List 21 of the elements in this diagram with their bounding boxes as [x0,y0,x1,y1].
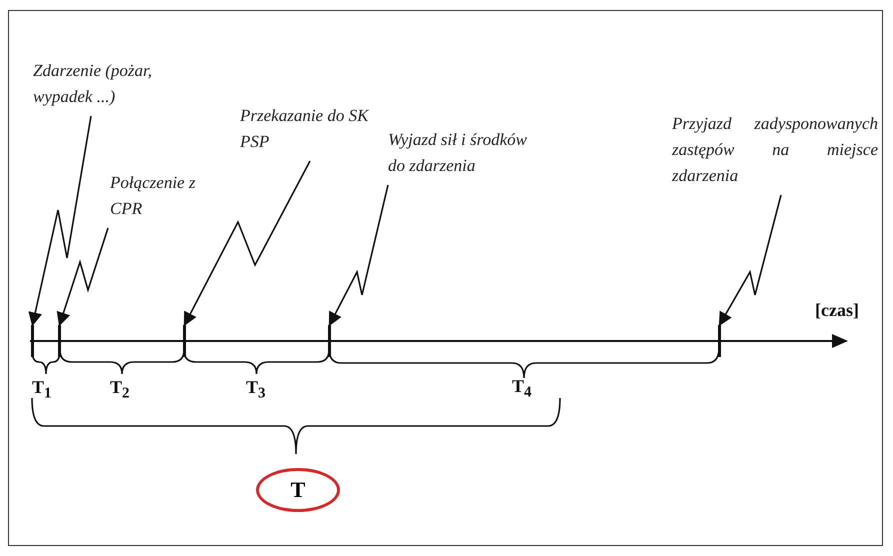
event-label: Przyjazd zadysponowanych zastępów na miejsce zdarzenia [672,111,878,189]
tick-mark [328,325,331,357]
interval-label: T$_{4}$ [512,376,532,402]
leader-arrow [718,194,782,326]
event-label: Przekazanie do SK PSP [240,103,370,155]
interval-label: T$_{2}$ [110,377,130,403]
event-label: Zdarzenie (pożar, wypadek ...) [33,58,173,110]
tick-mark [31,325,34,357]
interval-label: T$_{3}$ [246,377,266,403]
tick-mark [718,325,721,357]
leader-arrow [184,160,311,326]
leader-arrow [56,228,109,326]
interval-label: T$_{1}$ [32,377,52,403]
event-label: Połączenie z CPR [110,170,230,222]
axis-label: [czas] [815,300,859,321]
leader-arrow [28,116,92,326]
tick-mark [58,325,61,357]
tick-mark [183,325,186,357]
leader-arrow [328,184,389,326]
ellipse-label: T [256,468,340,512]
event-label: Wyjazd sił i środków do zdarzenia [388,127,548,179]
